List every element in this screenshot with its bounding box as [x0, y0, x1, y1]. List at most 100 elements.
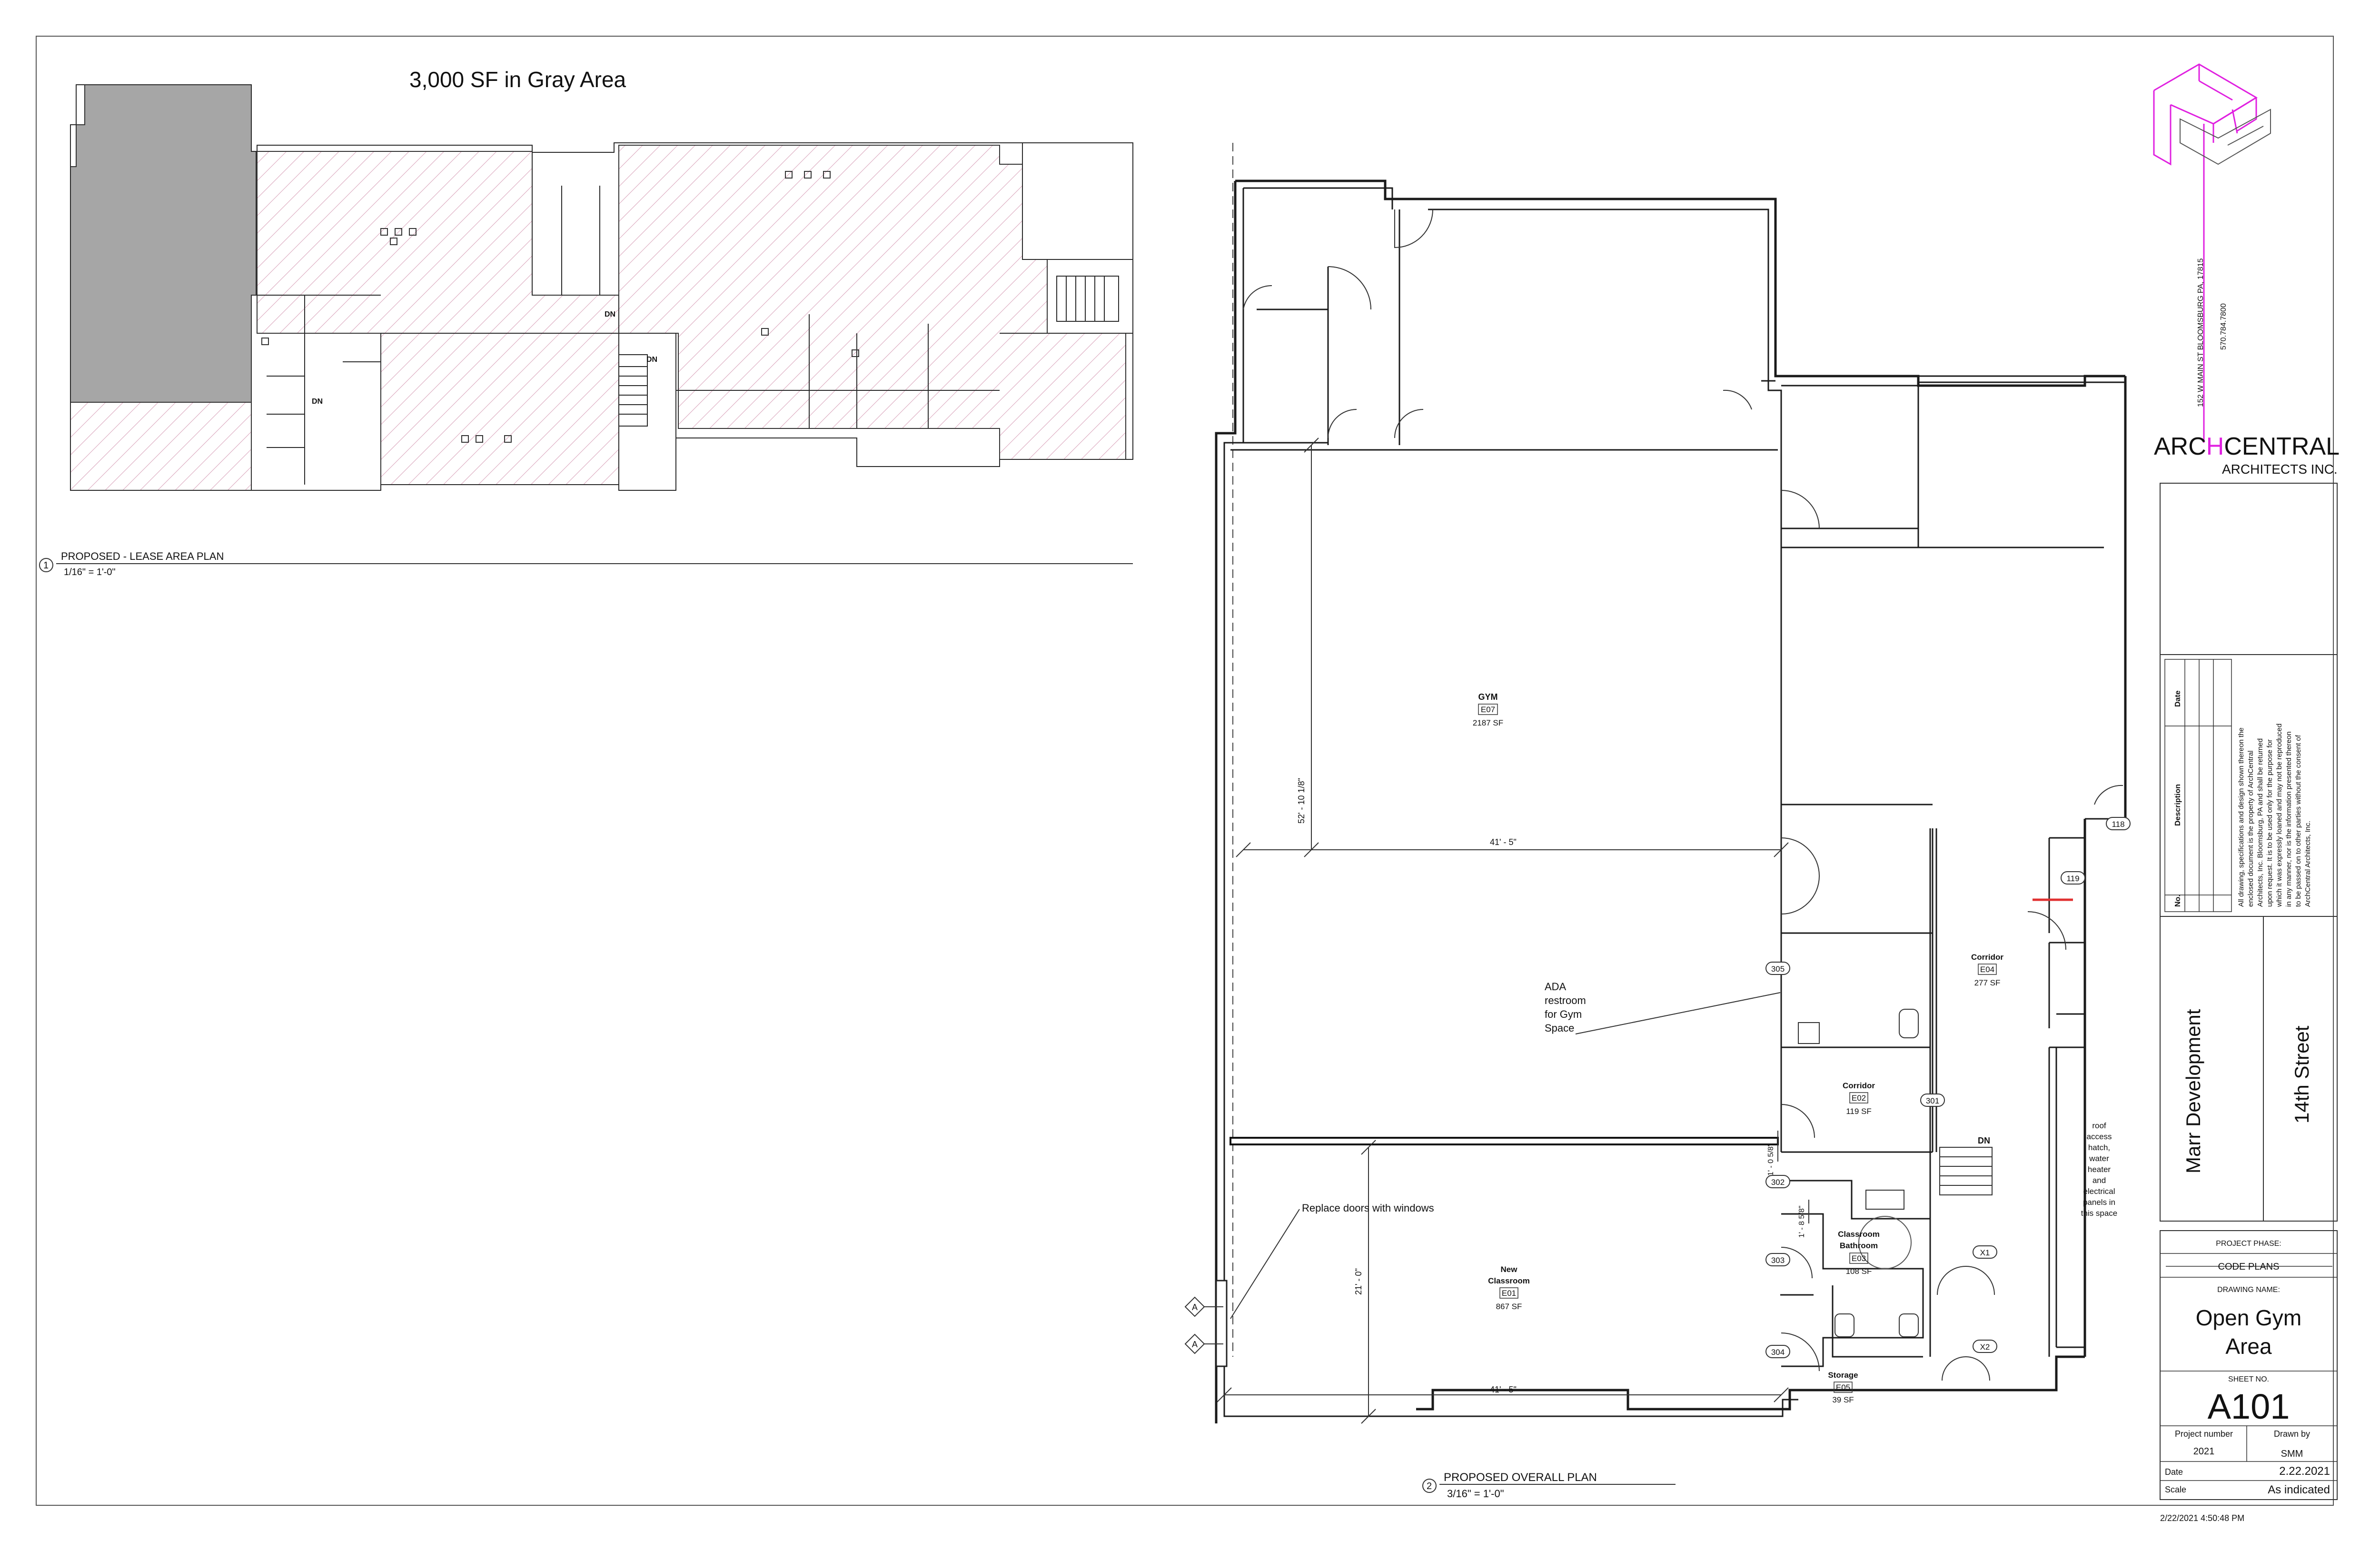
door-tag-119: 119 — [2066, 874, 2079, 883]
room-tag-corridor-e02: Corridor E02 119 SF — [1843, 1081, 1875, 1116]
room-area-e05: 39 SF — [1832, 1395, 1854, 1404]
corridor-e04-walls — [1929, 818, 2125, 1357]
door-tag-x2-box — [1973, 1340, 1997, 1353]
firm-phone: 570.784.7800 — [2220, 303, 2228, 350]
toilet-e03-2 — [1899, 1313, 1919, 1337]
dim-gym-vertical: 52' - 10 1/8" — [1297, 778, 1306, 824]
corridor-stair-dn: DN — [1978, 1136, 1990, 1145]
room-number-gym: E07 — [1481, 705, 1495, 714]
revision-header-description: Description — [2174, 784, 2182, 826]
section-marker-a-1: A — [1192, 1302, 1198, 1312]
disclaimer-text: All drawing, specifications and design s… — [2237, 724, 2312, 907]
note-ada-leader — [1575, 992, 1781, 1034]
view-1-number: 1 — [43, 560, 49, 571]
drawn-by-label: Drawn by — [2274, 1429, 2310, 1439]
project-name: 14th Street — [2291, 1025, 2313, 1123]
note-ada-line-3: for Gym — [1545, 1008, 1582, 1020]
sheet-border — [36, 36, 2334, 1506]
door-tag-303: 303 — [1771, 1256, 1785, 1265]
note-ada-line-2: restroom — [1545, 994, 1586, 1006]
drawing-name-line-1: Open Gym — [2196, 1305, 2301, 1330]
note-roof-line-3: hatch, — [2088, 1143, 2110, 1152]
note-roof-line-2: access — [2087, 1132, 2112, 1141]
ada-sink-gym — [1798, 1022, 1820, 1044]
note-replace-doors-text: Replace doors with windows — [1302, 1202, 1434, 1214]
room-number-box-e03 — [1849, 1253, 1868, 1264]
room-tag-gym: GYM E07 2187 SF — [1473, 692, 1503, 727]
room-number-box-e05 — [1834, 1382, 1853, 1393]
view-1-bubble — [39, 558, 53, 572]
door-tag-303-box — [1765, 1253, 1790, 1266]
lower-block-rules — [2160, 1253, 2337, 1481]
section-markers: A A — [1184, 1296, 1223, 1354]
lease-stair-2 — [1056, 276, 1119, 322]
note-roof-line-1: roof — [2092, 1121, 2106, 1130]
bathroom-walls — [1780, 1180, 1930, 1367]
hatched-area-center — [257, 151, 619, 485]
door-tag-302-box — [1765, 1175, 1790, 1188]
west-window — [1215, 1280, 1228, 1367]
revision-header-date: Date — [2174, 690, 2182, 707]
room-number-e04: E04 — [1980, 965, 1994, 974]
lease-fixtures — [261, 171, 859, 443]
drawing-name-line-2: Area — [2225, 1334, 2272, 1359]
door-tag-x2: X2 — [1980, 1342, 1990, 1352]
dim-wall-gap: 1' - 0 5/8" — [1767, 1144, 1775, 1176]
client-name: Marr Development — [2182, 1009, 2204, 1173]
project-number-label: Project number — [2175, 1429, 2233, 1439]
hatched-area-lower-left — [70, 402, 252, 491]
room-name-bathroom-2: Bathroom — [1840, 1241, 1878, 1250]
room-name-storage: Storage — [1828, 1371, 1858, 1380]
note-roof-line-8: panels in — [2083, 1198, 2115, 1207]
revision-header-no: No. — [2174, 895, 2182, 907]
note-ada-restroom: ADA restroom for Gym Space — [1545, 981, 1781, 1034]
door-tag-x1-box — [1973, 1245, 1997, 1259]
note-roof-line-7: electrical — [2083, 1187, 2115, 1196]
view-2-title: PROPOSED OVERALL PLAN — [1444, 1471, 1597, 1484]
lease-plan-heading: 3,000 SF in Gray Area — [409, 67, 626, 92]
door-tag-x1: X1 — [1980, 1248, 1990, 1257]
disclaimer-line-8: ArchCentral Architects, Inc. — [2304, 821, 2312, 907]
disclaimer-line-7: to be passed on to other parties without… — [2294, 735, 2302, 907]
dim-gym-width: 41' - 5" — [1490, 837, 1517, 847]
room-number-e03: E03 — [1852, 1254, 1866, 1263]
view-2-scale: 3/16" = 1'-0" — [1447, 1488, 1504, 1500]
note-roof-line-5: heater — [2088, 1165, 2111, 1174]
gym-perimeter — [1230, 187, 1782, 1152]
wheelchair-turning-circle — [1858, 1216, 1912, 1269]
door-tag-302: 302 — [1771, 1178, 1785, 1187]
gray-lease-area — [70, 84, 257, 403]
date-value: 2.22.2021 — [2279, 1465, 2330, 1478]
date-label: Date — [2165, 1467, 2183, 1477]
note-roof-line-6: and — [2092, 1176, 2106, 1185]
room-name-gym: GYM — [1478, 692, 1497, 702]
disclaimer-line-2: enclosed document is the property of Arc… — [2247, 750, 2255, 907]
disclaimer-line-4: upon request. It is to be used only for … — [2266, 739, 2274, 907]
room-name-bathroom-1: Classroom — [1838, 1230, 1880, 1239]
room-number-box-gym — [1478, 704, 1498, 715]
overall-exterior-wall — [1215, 179, 2127, 1423]
note-roof-line-4: water — [2089, 1154, 2109, 1163]
room-name-classroom-2: Classroom — [1488, 1276, 1530, 1285]
disclaimer-line-3: Architects, Inc. Bloomsburg, PA and shal… — [2256, 738, 2264, 907]
corridor-stair — [1939, 1147, 1993, 1195]
overall-plan: DN — [1184, 143, 2131, 1500]
door-tag-305: 305 — [1771, 964, 1785, 974]
note-roof-access: roof access hatch, water heater and elec… — [2081, 1121, 2118, 1218]
room-area-e03: 108 SF — [1846, 1267, 1872, 1276]
scale-value: As indicated — [2268, 1483, 2330, 1496]
room-area-gym: 2187 SF — [1473, 718, 1503, 727]
firm-name-part1: ARC — [2154, 433, 2206, 460]
disclaimer-line-6: in any manner, nor is the information pr… — [2285, 731, 2293, 907]
room-number-box-e02 — [1849, 1092, 1868, 1104]
scale-label: Scale — [2165, 1485, 2186, 1494]
note-replace-leader — [1230, 1209, 1300, 1319]
view-2-number: 2 — [1427, 1481, 1432, 1491]
room-number-e02: E02 — [1852, 1094, 1866, 1103]
lease-stair-label-1: DN — [605, 310, 615, 318]
room-tag-storage: Storage E05 39 SF — [1828, 1371, 1858, 1404]
firm-name-h: H — [2206, 433, 2224, 460]
print-timestamp: 2/22/2021 4:50:48 PM — [2160, 1513, 2244, 1523]
lease-stair-1 — [618, 354, 648, 427]
